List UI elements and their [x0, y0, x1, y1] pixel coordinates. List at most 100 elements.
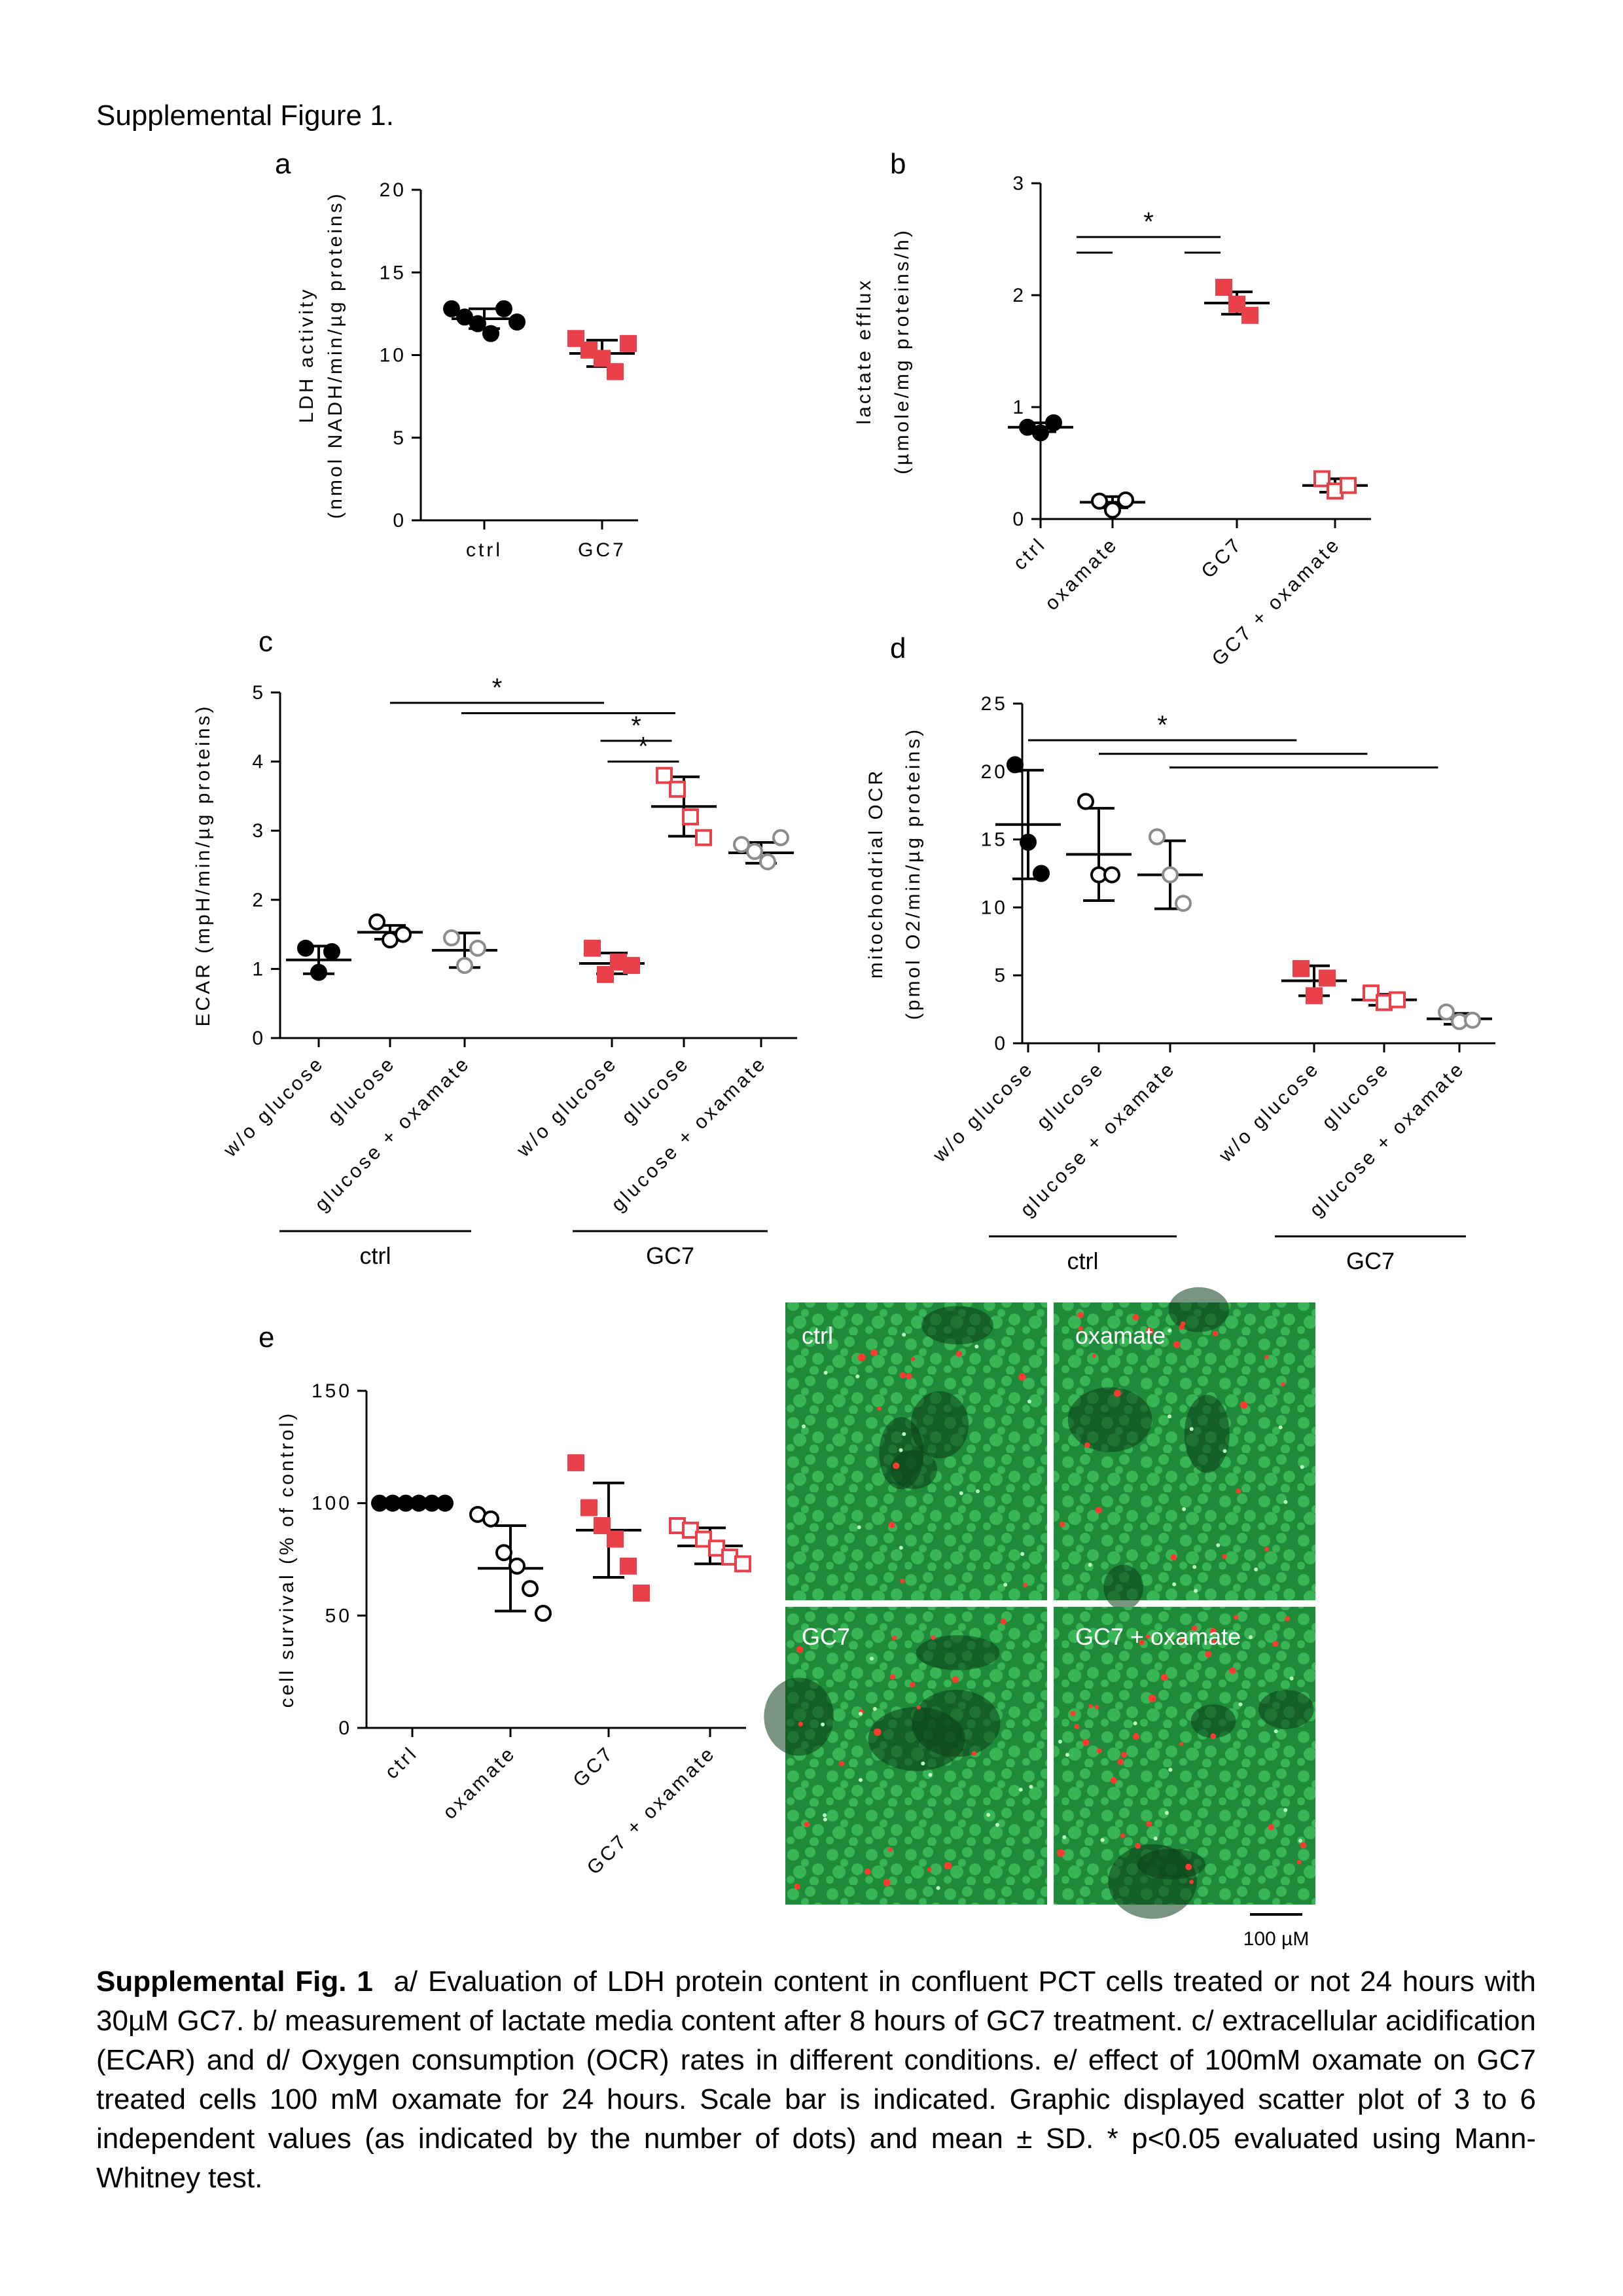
bright-cell [899, 1448, 903, 1452]
red-cell [1084, 1442, 1090, 1448]
data-point [482, 325, 499, 342]
bright-cell [902, 1432, 906, 1437]
y-label: ECAR (mpH/min/µg proteins) [192, 704, 214, 1026]
red-cell [927, 1867, 932, 1872]
red-cell [1229, 1667, 1236, 1674]
y-label-secondary: (µmole/mg proteins/h) [891, 228, 913, 474]
bright-cell [1254, 1567, 1258, 1571]
bright-cell [928, 1772, 933, 1777]
red-cell [1074, 1724, 1080, 1729]
data-group [371, 1494, 454, 1512]
y-tick-label: 3 [252, 820, 266, 842]
red-cell [1096, 1748, 1102, 1753]
bright-cell [859, 1778, 863, 1782]
dark-region [1067, 1387, 1152, 1452]
group-bracket-label: GC7 [646, 1242, 694, 1269]
significance-star: * [638, 732, 649, 761]
bright-cell [921, 1761, 925, 1766]
group-bracket-label: ctrl [360, 1242, 391, 1269]
red-cell [952, 1676, 959, 1683]
y-tick-label: 2 [252, 889, 266, 911]
bright-cell [855, 1374, 860, 1378]
data-point [1175, 895, 1192, 912]
bright-cell [1300, 1465, 1304, 1469]
data-point [535, 1604, 552, 1622]
bright-cell [1018, 1787, 1023, 1792]
bright-cell [1238, 1702, 1243, 1707]
red-cell [955, 1351, 963, 1357]
bright-cell [1222, 1448, 1227, 1453]
red-cell [1094, 1704, 1099, 1710]
bright-cell [869, 1657, 874, 1661]
red-cell [870, 1349, 878, 1357]
bright-cell [823, 1371, 828, 1375]
y-tick-label: 0 [393, 510, 406, 531]
x-tick-label: w/o glucose [1215, 1058, 1324, 1167]
micrograph-3 [764, 1607, 1047, 1905]
data-point [508, 1557, 526, 1575]
red-cell [796, 1646, 804, 1653]
scale-bar-label: 100 µM [1243, 1928, 1310, 1950]
red-cell [1170, 1554, 1177, 1561]
bright-cell [823, 1817, 827, 1821]
data-point [1389, 991, 1406, 1009]
y-label-secondary: (nmol NADH/min/µg proteins) [325, 191, 346, 518]
y-label: mitochondrial OCR [865, 768, 887, 978]
data-point [682, 1521, 699, 1539]
data-point [607, 363, 624, 380]
red-cell [1281, 1382, 1285, 1387]
data-point [1363, 984, 1380, 1002]
dark-region [921, 1306, 993, 1345]
data-group [286, 939, 351, 981]
x-tick-label: glucose + oxamate [1306, 1058, 1469, 1221]
bright-cell [1274, 1729, 1278, 1734]
data-group [432, 929, 497, 975]
data-group [567, 1454, 650, 1602]
red-cell [899, 1372, 906, 1378]
data-group [1137, 828, 1203, 912]
y-tick-label: 4 [252, 751, 266, 773]
data-group [1008, 414, 1073, 442]
red-cell [1057, 1849, 1065, 1857]
red-cell [877, 1407, 882, 1411]
data-point [695, 1530, 712, 1548]
data-point [682, 808, 699, 826]
bright-cell [1194, 1588, 1198, 1593]
bright-cell [1153, 1836, 1158, 1840]
red-cell [798, 1721, 803, 1727]
data-point [310, 963, 327, 981]
red-cell [1234, 1615, 1239, 1620]
data-group [1080, 491, 1145, 519]
panel-label-c: c [259, 626, 273, 658]
x-tick-label: oxamate [438, 1742, 520, 1824]
y-tick-label: 100 [312, 1493, 352, 1515]
red-cell [1212, 1639, 1217, 1644]
red-cell [804, 1821, 810, 1827]
y-label: cell survival (% of control) [276, 1411, 298, 1708]
red-cell [1114, 1390, 1121, 1397]
red-cell [1132, 1314, 1139, 1321]
data-point [708, 1539, 725, 1557]
significance-star: * [492, 673, 503, 702]
dark-region [1184, 1395, 1230, 1473]
red-cell [1146, 1821, 1152, 1827]
x-tick-label: oxamate [1041, 533, 1122, 615]
data-point [695, 829, 712, 846]
data-point [395, 925, 412, 943]
bright-cell [1003, 1583, 1008, 1587]
red-cell [1070, 1710, 1076, 1717]
x-tick-label: ctrl [381, 1742, 422, 1784]
data-point [1149, 828, 1166, 846]
bright-cell [1027, 1399, 1031, 1404]
bright-cell [1168, 1328, 1172, 1333]
bright-cell [872, 1706, 877, 1711]
red-cell [1110, 1777, 1117, 1784]
y-tick-label: 15 [380, 262, 406, 283]
y-tick-label: 10 [380, 345, 406, 367]
red-cell [931, 1635, 936, 1640]
x-tick-label: GC7 [578, 539, 626, 561]
data-point [469, 315, 486, 332]
